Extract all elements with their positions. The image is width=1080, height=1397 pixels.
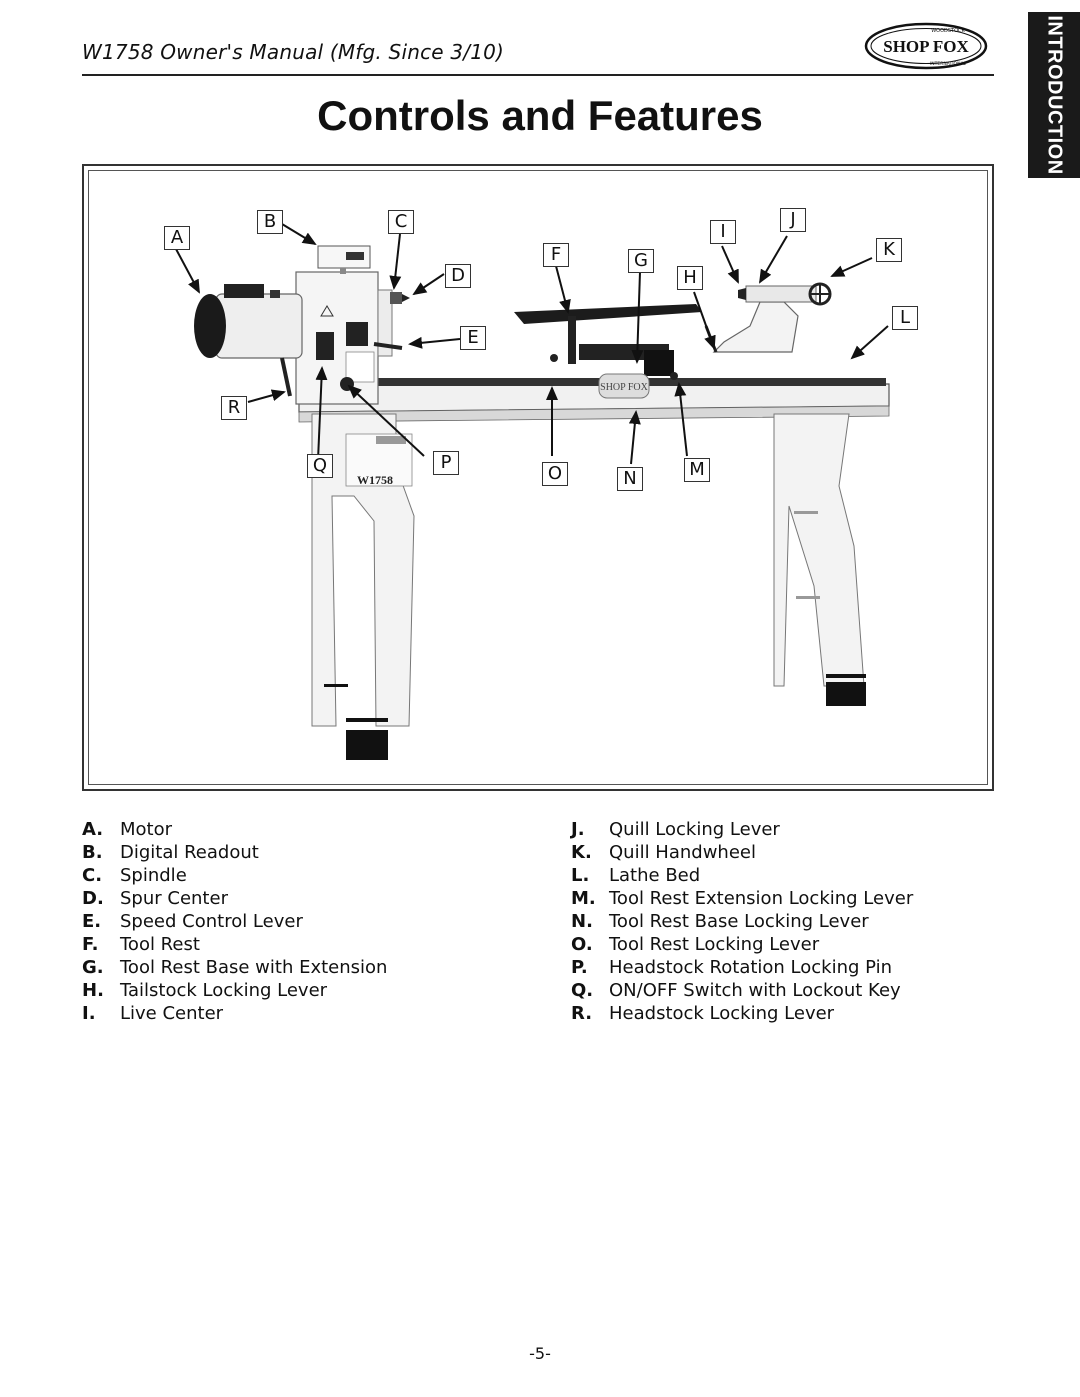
legend-item: B. Digital Readout xyxy=(82,841,387,864)
callout-n: N xyxy=(617,467,643,491)
legend-label: Live Center xyxy=(120,1003,224,1024)
legend-letter: K. xyxy=(571,842,592,863)
legend-letter: M. xyxy=(571,888,596,909)
legend-letter: I. xyxy=(82,1003,96,1024)
legend-item: A. Motor xyxy=(82,818,387,841)
legend-label: Tailstock Locking Lever xyxy=(120,980,328,1001)
legend-label: Headstock Rotation Locking Pin xyxy=(609,957,893,978)
legend-item: N. Tool Rest Base Locking Lever xyxy=(571,910,913,933)
legend-letter: D. xyxy=(82,888,104,909)
callout-r: R xyxy=(221,396,247,420)
motor xyxy=(194,284,303,397)
legend-left-column: A. Motor B. Digital Readout C. Spindle D. Sp… xyxy=(82,818,387,1025)
section-tab: INTRODUCTION xyxy=(1028,12,1080,178)
legend-letter: C. xyxy=(82,865,103,886)
headstock xyxy=(295,271,393,405)
manual-header-title: W1758 Owner's Manual (Mfg. Since 3/10) xyxy=(82,40,505,64)
figure-inner-border xyxy=(88,170,988,785)
legend-letter: A. xyxy=(82,819,104,840)
legend-item: F. Tool Rest xyxy=(82,933,387,956)
right-leg xyxy=(773,413,866,706)
legend-letter: R. xyxy=(571,1003,593,1024)
logo-arc-top-text: WOODSTOCK xyxy=(931,28,965,34)
legend-label: Tool Rest Base with Extension xyxy=(120,957,388,978)
tailstock xyxy=(704,282,832,353)
legend-letter: P. xyxy=(571,957,588,978)
callout-q: Q xyxy=(307,454,333,478)
callout-i: I xyxy=(710,220,736,244)
legend-label: Quill Handwheel xyxy=(609,842,756,863)
legend-letter: N. xyxy=(571,911,593,932)
logo-brand-text: SHOP FOX xyxy=(883,37,969,56)
bed-brand-badge: SHOP FOX xyxy=(600,382,648,393)
legend-letter: F. xyxy=(82,934,99,955)
model-plate: W1758 xyxy=(345,433,413,487)
legend-label: Spindle xyxy=(120,865,187,886)
legend-right-column: J.Quill Locking Lever K.Quill Handwheel … xyxy=(571,818,913,1025)
legend-letter: E. xyxy=(82,911,102,932)
legend-item: M. Tool Rest Extension Locking Lever xyxy=(571,887,913,910)
legend-item: Q. ON/OFF Switch with Lockout Key xyxy=(571,979,913,1002)
legend-item: O. Tool Rest Locking Lever xyxy=(571,933,913,956)
legend-item: E. Speed Control Lever xyxy=(82,910,387,933)
callout-k: K xyxy=(876,238,902,262)
legend-item: D. Spur Center xyxy=(82,887,387,910)
spindle xyxy=(373,292,410,350)
callout-m: M xyxy=(684,458,710,482)
callout-g: G xyxy=(628,249,654,273)
legend-label: Headstock Locking Lever xyxy=(609,1003,835,1024)
legend-item: I. Live Center xyxy=(82,1002,387,1025)
legend-item: J. Quill Locking Lever xyxy=(571,818,913,841)
callout-arrows xyxy=(175,223,889,465)
legend-label: Spur Center xyxy=(120,888,228,909)
legend-label: Tool Rest xyxy=(120,934,200,955)
model-text: W1758 xyxy=(357,473,393,487)
legend-label: ON/OFF Switch with Lockout Key xyxy=(609,980,901,1001)
legend-label: Tool Rest Extension Locking Lever xyxy=(609,888,914,909)
callout-j: J xyxy=(780,208,806,232)
lathe-figure: SHOP FOX W1758 xyxy=(82,164,994,791)
digital-readout-unit xyxy=(317,245,371,274)
legend-label: Digital Readout xyxy=(120,842,259,863)
legend-item: C. Spindle xyxy=(82,864,387,887)
legend-item: K. Quill Handwheel xyxy=(571,841,913,864)
callout-h: H xyxy=(677,266,703,290)
callout-l: L xyxy=(892,306,918,330)
callout-e: E xyxy=(460,326,486,350)
tool-rest: SHOP FOX xyxy=(514,304,702,399)
header-divider xyxy=(82,74,994,76)
legend-label: Quill Locking Lever xyxy=(609,819,780,840)
page-number: -5- xyxy=(529,1344,551,1363)
legend-label: Tool Rest Locking Lever xyxy=(609,934,820,955)
callout-a: A xyxy=(164,226,190,250)
shop-fox-logo: SHOP FOX WOODSTOCK INTERNATIONAL xyxy=(864,22,988,70)
legend-item: P. Headstock Rotation Locking Pin xyxy=(571,956,913,979)
callout-f: F xyxy=(543,243,569,267)
legend-item: R. Headstock Locking Lever xyxy=(571,1002,913,1025)
legend-item: G. Tool Rest Base with Extension xyxy=(82,956,387,979)
page-title: Controls and Features xyxy=(317,92,763,139)
logo-arc-bottom-text: INTERNATIONAL xyxy=(930,61,967,67)
callout-p: P xyxy=(433,451,459,475)
legend-letter: O. xyxy=(571,934,593,955)
legend-letter: H. xyxy=(82,980,104,1001)
callout-o: O xyxy=(542,462,568,486)
legend-letter: Q. xyxy=(571,980,594,1001)
legend-letter: J. xyxy=(571,819,585,840)
legend-label: Lathe Bed xyxy=(609,865,701,886)
legend-label: Motor xyxy=(120,819,173,840)
lathe-illustration: SHOP FOX W1758 xyxy=(175,223,890,760)
callout-d: D xyxy=(445,264,471,288)
legend-label: Speed Control Lever xyxy=(120,911,303,932)
legend-letter: L. xyxy=(571,865,590,886)
legend-item: H. Tailstock Locking Lever xyxy=(82,979,387,1002)
legend-label: Tool Rest Base Locking Lever xyxy=(609,911,869,932)
legend-item: L. Lathe Bed xyxy=(571,864,913,887)
legend-letter: G. xyxy=(82,957,104,978)
callout-c: C xyxy=(388,210,414,234)
legend-letter: B. xyxy=(82,842,103,863)
callout-b: B xyxy=(257,210,283,234)
